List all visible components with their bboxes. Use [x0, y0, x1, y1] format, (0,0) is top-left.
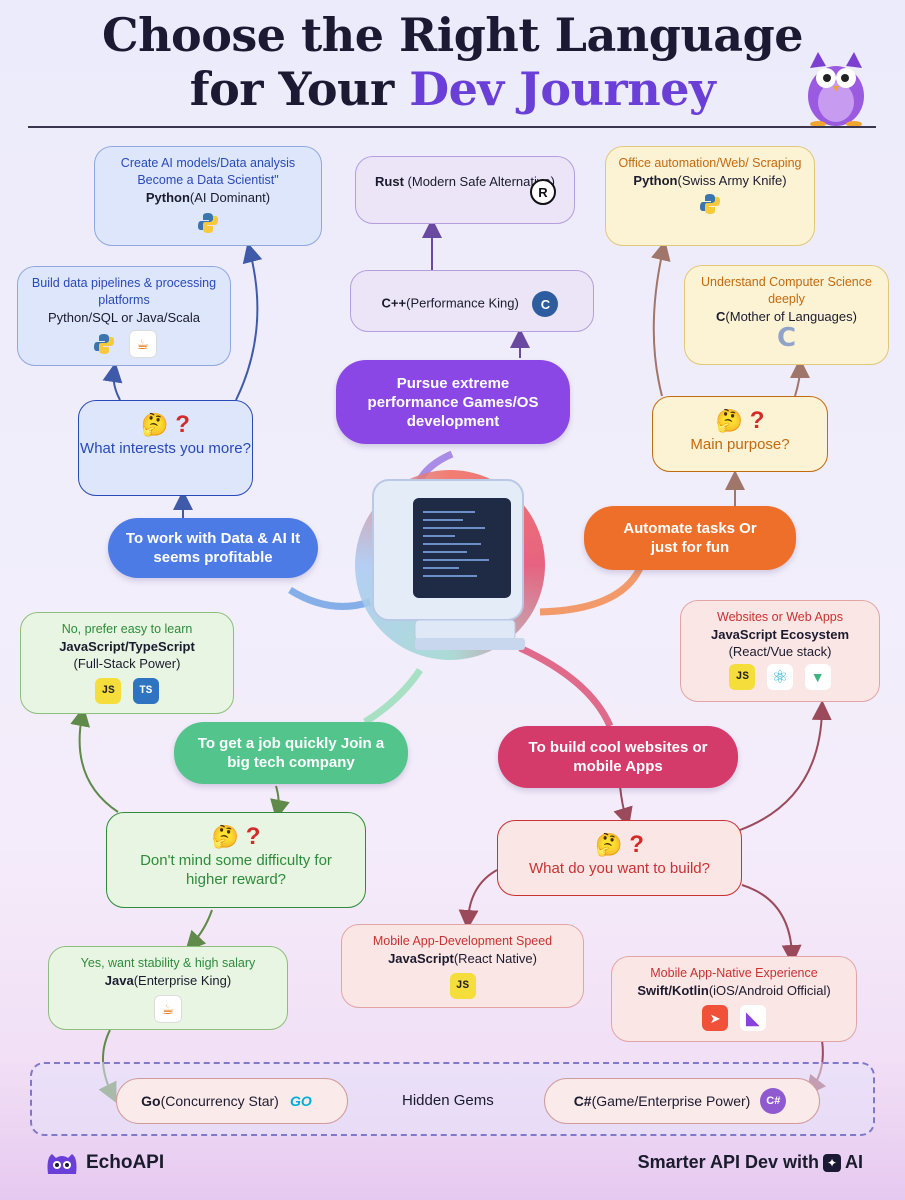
java-icon: ☕	[154, 995, 182, 1023]
python-icon	[91, 331, 117, 357]
page-title: Choose the Right Language for Your Dev J…	[0, 8, 905, 116]
thinking-icon: 🤔 ?	[595, 831, 644, 858]
pill-automate[interactable]: Automate tasks Or just for fun	[584, 506, 796, 570]
echoapi-logo-icon	[47, 1154, 77, 1174]
title-line-2: for Your Dev Journey	[189, 62, 716, 116]
footer-brand[interactable]: EchoAPI	[44, 1148, 164, 1178]
pill-web[interactable]: To build cool websites or mobile Apps	[498, 726, 738, 788]
box-stable-sub: Yes, want stability & high salary	[80, 956, 256, 970]
python-icon	[697, 191, 723, 217]
gem-go[interactable]: Go(Concurrency Star) GO	[116, 1078, 348, 1124]
kotlin-icon: ◣	[739, 1005, 766, 1031]
react-icon: ⚛	[767, 664, 793, 690]
box-office[interactable]: Office automation/Web/ Scraping Python(S…	[605, 146, 815, 246]
thinking-icon: 🤔 ?	[141, 411, 190, 438]
box-mobile-native-sub: Mobile App-Native Experience	[650, 966, 818, 980]
javascript-icon: JS	[729, 664, 756, 690]
question-interests-text: What interests you more?	[80, 440, 251, 457]
box-cs-sub: Understand Computer Science deeply	[701, 275, 872, 306]
python-icon	[195, 210, 221, 236]
title-accent: Dev Journey	[409, 62, 716, 116]
box-mobile-speed-sub: Mobile App-Development Speed	[372, 934, 553, 948]
box-pipelines-sub: Build data pipelines & processing platfo…	[31, 276, 217, 307]
question-purpose[interactable]: 🤔 ? Main purpose?	[652, 396, 828, 472]
footer-tagline: Smarter API Dev with ✦ AI	[637, 1152, 863, 1172]
box-rust[interactable]: Rust (Modern Safe Alternative) R	[355, 156, 575, 224]
pill-job[interactable]: To get a job quickly Join a big tech com…	[174, 722, 408, 784]
cpp-icon: C	[532, 291, 559, 317]
box-pipelines[interactable]: Build data pipelines & processing platfo…	[17, 266, 231, 366]
c-language-icon: C	[776, 322, 797, 353]
pill-data-ai[interactable]: To work with Data & AI It seems profitab…	[108, 518, 318, 578]
title-line-1: Choose the Right Language	[101, 8, 804, 62]
vue-icon: ▼	[804, 664, 831, 690]
java-icon: ☕	[128, 330, 157, 358]
box-cs[interactable]: Understand Computer Science deeply C(Mot…	[684, 265, 889, 365]
computer-illustration	[372, 479, 525, 650]
sparkle-icon: ✦	[823, 1153, 841, 1172]
csharp-icon: C#	[760, 1088, 787, 1114]
javascript-icon: JS	[449, 973, 476, 999]
box-cpp[interactable]: C++(Performance King) C	[350, 270, 594, 332]
box-ai-models[interactable]: Create AI models/Data analysis Become a …	[94, 146, 322, 246]
hidden-gems-label: Hidden Gems	[402, 1092, 494, 1109]
gem-csharp[interactable]: C#(Game/Enterprise Power) C#	[544, 1078, 820, 1124]
pill-performance[interactable]: Pursue extreme performance Games/OS deve…	[336, 360, 570, 444]
go-icon: GO	[289, 1093, 312, 1109]
box-websites[interactable]: Websites or Web Apps JavaScript Ecosyste…	[680, 600, 880, 702]
rust-icon: R	[530, 179, 556, 205]
box-easy[interactable]: No, prefer easy to learn JavaScript/Type…	[20, 612, 234, 714]
javascript-icon: JS	[95, 678, 122, 704]
title-divider	[28, 126, 876, 128]
box-stable[interactable]: Yes, want stability & high salary Java(E…	[48, 946, 288, 1030]
question-purpose-text: Main purpose?	[690, 436, 790, 453]
box-mobile-native[interactable]: Mobile App-Native Experience Swift/Kotli…	[611, 956, 857, 1042]
footer-brand-name: EchoAPI	[86, 1152, 165, 1173]
swift-icon: ➤	[702, 1005, 729, 1031]
typescript-icon: TS	[132, 678, 159, 704]
box-mobile-speed[interactable]: Mobile App-Development Speed JavaScript(…	[341, 924, 584, 1008]
question-interests[interactable]: 🤔 ? What interests you more?	[78, 400, 253, 496]
box-office-sub: Office automation/Web/ Scraping	[618, 156, 802, 170]
box-easy-sub: No, prefer easy to learn	[61, 622, 193, 636]
question-difficulty[interactable]: 🤔 ? Don't mind some difficulty for highe…	[106, 812, 366, 908]
box-websites-sub: Websites or Web Apps	[717, 610, 843, 624]
question-difficulty-text: Don't mind some difficulty for higher re…	[140, 852, 332, 888]
thinking-icon: 🤔 ?	[715, 407, 765, 434]
question-build[interactable]: 🤔 ? What do you want to build?	[497, 820, 742, 896]
box-ai-models-sub: Create AI models/Data analysis Become a …	[120, 156, 296, 187]
question-build-text: What do you want to build?	[529, 860, 710, 877]
owl-mascot-icon	[808, 52, 864, 127]
thinking-icon: 🤔 ?	[211, 823, 261, 850]
